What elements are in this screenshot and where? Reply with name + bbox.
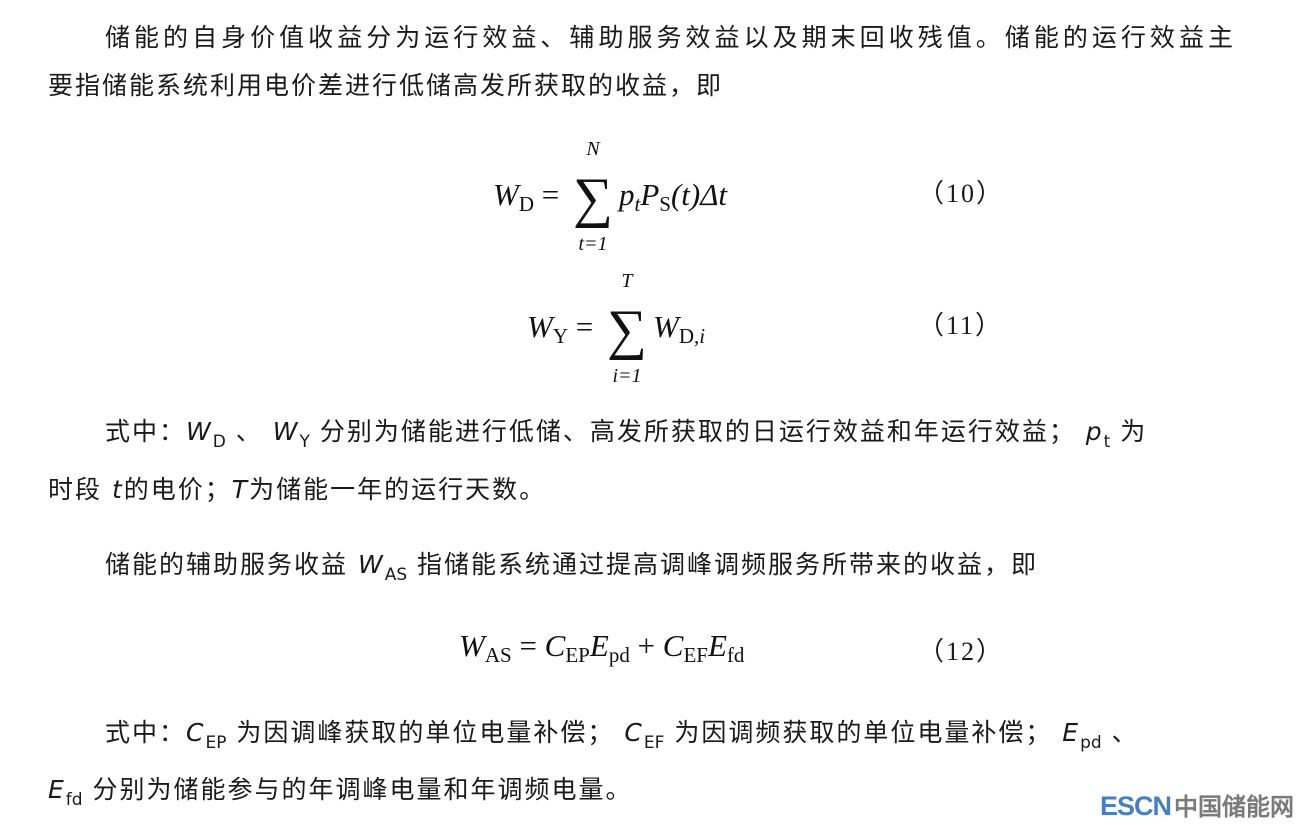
paragraph-line: 时段 t的电价；T为储能一年的运行天数。 [48, 473, 546, 507]
eq-sub: EF [683, 643, 708, 667]
eq-rest: (t)Δt [670, 177, 728, 213]
var: p [1085, 417, 1104, 446]
eq-var: W [652, 309, 679, 345]
eq-var: E [589, 628, 609, 663]
text: 式中： [105, 718, 187, 747]
paragraph-line: 要指储能系统利用电价差进行低储高发所获取的收益，即 [48, 71, 724, 100]
sum-upper: N [586, 138, 600, 160]
eq-equals: = [541, 177, 560, 213]
text: 储能的辅助服务收益 [105, 550, 358, 579]
paragraph-line: 式中：CEP 为因调峰获取的单位电量补偿； CEF 为因调频获取的单位电量补偿；… [105, 716, 1139, 753]
eq-var: W [527, 309, 553, 345]
equation-number: （11） [918, 311, 1004, 340]
paragraph-line: Efd 分别为储能参与的年调峰电量和年调频电量。 [48, 773, 633, 810]
eq-equals: = [575, 309, 594, 345]
text: 式中： [105, 417, 187, 446]
eq-sub: t [634, 192, 641, 217]
text: 分别为储能参与的年调峰电量和年调频电量。 [82, 775, 633, 804]
text: 、 [1101, 718, 1139, 747]
sub: Y [299, 432, 310, 452]
eq-sub: fd [726, 643, 745, 667]
text: 为因调频获取的单位电量补偿； [664, 718, 1053, 747]
eq-sub: Y [552, 324, 568, 349]
text: 的电价； [123, 475, 232, 504]
sub: AS [384, 565, 408, 585]
logo-latin: ESCN [1100, 791, 1172, 821]
eq-var: C [662, 628, 684, 663]
eq-sub: S [659, 192, 671, 217]
eq-var: W [459, 628, 485, 663]
var: T [231, 475, 250, 504]
eq-var: P [640, 177, 660, 213]
text: 、 [225, 417, 273, 446]
text: 为因调峰获取的单位电量补偿； [226, 718, 615, 747]
var: W [272, 417, 300, 446]
sub: D [212, 432, 226, 452]
eq-plus: + [637, 628, 656, 663]
sum-lower: t=1 [578, 233, 608, 255]
paragraph-line: 储能的自身价值收益分为运行效益、辅助服务效益以及期末回收残值。储能的运行效益主 [105, 23, 1235, 52]
var: C [624, 718, 644, 747]
var: t [111, 475, 124, 504]
eq-var: W [493, 177, 519, 213]
equation-12: WAS = CEPEpd + CEFEfd [459, 628, 745, 667]
eq-var: p [618, 177, 635, 213]
text: 为 [1110, 417, 1148, 446]
sum-lower: i=1 [612, 365, 642, 387]
sum-upper: T [621, 270, 633, 292]
eq-equals: = [519, 628, 537, 663]
text: 时段 [48, 475, 112, 504]
var: W [357, 550, 385, 579]
logo-chinese: 中国储能网 [1174, 793, 1295, 821]
eq-var: E [708, 628, 727, 663]
text: 为储能一年的运行天数。 [249, 475, 547, 504]
sub: pd [1080, 733, 1102, 753]
sub: EF [643, 733, 665, 753]
var: E [48, 775, 66, 804]
text: 分别为储能进行低储、高发所获取的日运行效益和年运行效益； [309, 417, 1076, 446]
eq-var: C [544, 628, 566, 663]
equation-number: （10） [918, 179, 1005, 208]
eq-sub: AS [484, 643, 512, 667]
sub: EP [205, 733, 227, 753]
sub: t [1103, 432, 1111, 452]
paragraph-line: 式中：WD 、 WY 分别为储能进行低储、高发所获取的日运行效益和年运行效益； … [105, 415, 1147, 452]
eq-sub: i [699, 324, 706, 349]
eq-sub: EP [565, 643, 590, 667]
eq-sub: pd [608, 643, 630, 667]
var: W [186, 417, 213, 446]
sub: fd [65, 790, 83, 810]
eq-sub: D, [678, 324, 700, 349]
equation-number: （12） [918, 637, 1005, 666]
eq-sub: D [518, 192, 534, 217]
text: 指储能系统通过提高调峰调频服务所带来的收益，即 [407, 550, 1039, 579]
var: E [1062, 718, 1081, 747]
var: C [186, 718, 206, 747]
paragraph-line: 储能的辅助服务收益 WAS 指储能系统通过提高调峰调频服务所带来的收益，即 [105, 548, 1038, 585]
